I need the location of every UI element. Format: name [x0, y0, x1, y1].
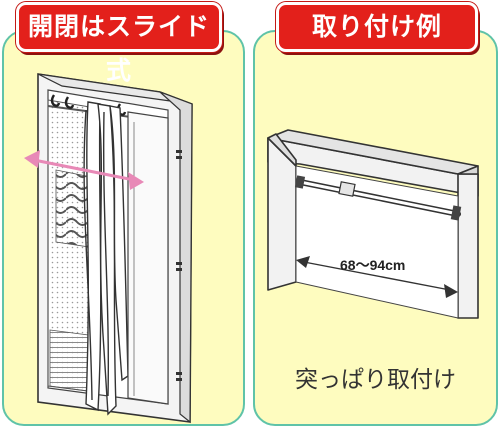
left-panel-title: 開閉はスライド式: [16, 2, 222, 85]
tension-rod: [294, 175, 462, 221]
curtain-fabric: [83, 101, 129, 416]
frame-latches: [176, 150, 182, 381]
width-dimension-arrow: [296, 256, 458, 298]
width-dimension-label: 68～94cm: [340, 257, 405, 273]
right-panel-title: 取り付け例: [276, 2, 478, 52]
installation-caption: 突っぱり取付け: [295, 367, 456, 393]
slide-direction-arrow: [24, 150, 144, 190]
